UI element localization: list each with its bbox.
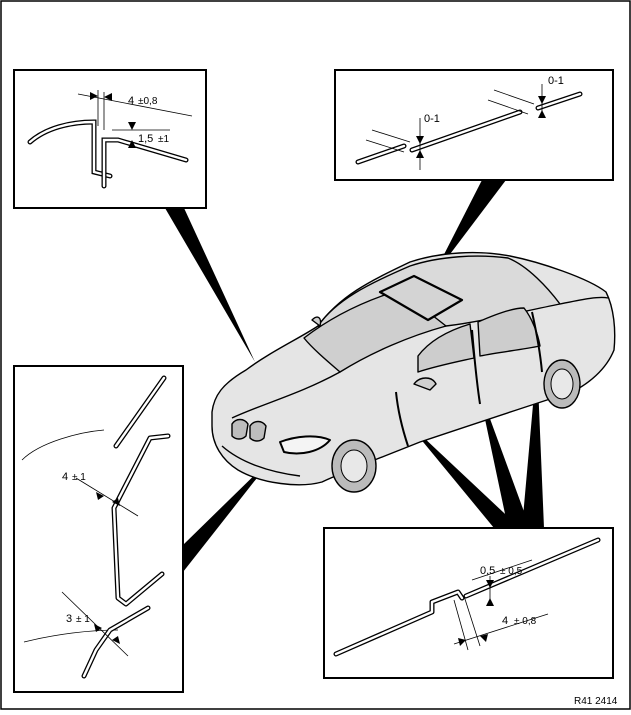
l-gap-upper-value: 4 xyxy=(62,471,68,483)
tr-strip-b-inner xyxy=(410,110,522,152)
callout-left: 4 ± 1 3 ± 1 xyxy=(13,365,184,693)
br-panel-left-inner xyxy=(334,590,464,656)
tr-gap-right-label: 0-1 xyxy=(548,75,564,87)
l-gap-lower-value: 3 xyxy=(66,613,72,625)
br-arrow-gap-a xyxy=(458,638,466,646)
car-hood-line xyxy=(231,371,341,419)
pointer-bottom-right-a xyxy=(405,420,520,528)
l-gap-lower-tol: ± 1 xyxy=(76,614,90,625)
l-arrow-lower-b xyxy=(112,636,120,644)
car-seam-center-pillar xyxy=(471,329,481,405)
tl-dim-sub-tol: ±1 xyxy=(158,134,169,145)
car-seam-front-door xyxy=(395,391,409,447)
br-arrow-gap-b xyxy=(480,634,488,642)
reference-code: R41 2414 xyxy=(574,696,618,707)
br-gap-tol: ± 0,8 xyxy=(514,616,537,627)
car-grille-right xyxy=(249,420,267,442)
car-trunk-line xyxy=(559,296,609,305)
tl-arrow-b xyxy=(104,93,112,101)
l-strip-bottom-inner xyxy=(82,606,150,678)
tl-arrow-d xyxy=(128,140,136,148)
callout-top-right: 0-1 0-1 xyxy=(334,69,614,181)
car-wheel-front-rim xyxy=(340,449,368,483)
l-dim-line-lower xyxy=(61,591,129,657)
br-arrow-step-top xyxy=(486,580,494,588)
car-seam-rear-door xyxy=(531,311,543,373)
car-bumper-line xyxy=(221,445,301,477)
tr-gap-left-label: 0-1 xyxy=(424,113,440,125)
tr-ext-d xyxy=(487,99,529,115)
tr-ext-c xyxy=(493,89,535,105)
car-mirror xyxy=(413,377,437,391)
br-arrow-step-bottom xyxy=(486,598,494,606)
l-strip-top-inner xyxy=(114,376,166,448)
car-wheel-rear-rim xyxy=(550,368,574,400)
tr-strip-c-inner xyxy=(536,92,582,110)
tr-ext-b xyxy=(365,139,405,153)
tl-panel-right-inner xyxy=(102,138,188,188)
tl-dim-main-tol: ±0,8 xyxy=(138,96,158,107)
pointer-top-left xyxy=(165,208,255,362)
car-headlight xyxy=(279,435,331,455)
car-mirror-left xyxy=(311,316,322,327)
car-sunroof xyxy=(378,274,464,322)
l-body-contour-top xyxy=(21,429,105,461)
l-dim-line-upper xyxy=(75,477,139,517)
tr-arrow-left-bottom xyxy=(416,150,424,158)
tl-dim-line-main xyxy=(77,93,193,117)
br-step-tol: ± 0,5 xyxy=(500,566,523,577)
pointer-bottom-right-b xyxy=(478,386,530,528)
br-step-value: 0,5 xyxy=(480,565,495,577)
br-dim-line-gap xyxy=(453,613,549,645)
l-frame-inner xyxy=(112,434,170,606)
tr-arrow-right-top xyxy=(538,96,546,104)
tl-panel-left-inner xyxy=(28,120,112,178)
callout-top-left: 4 ±0,8 1,5 ±1 xyxy=(13,69,207,209)
br-ext-a xyxy=(453,599,469,651)
callout-bottom-right: 0,5 ± 0,5 4 ± 0,8 xyxy=(323,527,614,679)
l-arrow-lower-a xyxy=(94,624,102,632)
tr-ext-a xyxy=(371,129,411,143)
l-gap-upper-tol: ± 1 xyxy=(72,472,86,483)
car-illustration xyxy=(211,251,616,493)
tl-arrow-c xyxy=(128,122,136,130)
br-gap-value: 4 xyxy=(502,615,508,627)
callout-top-right-frame xyxy=(334,69,614,181)
tl-dim-sub-value: 1,5 xyxy=(138,133,153,145)
car-grille-left xyxy=(231,418,249,440)
tl-dim-main-value: 4 xyxy=(128,95,134,107)
pointer-left xyxy=(183,455,275,572)
br-ext-step-top xyxy=(471,559,533,581)
tr-arrow-left-top xyxy=(416,136,424,144)
br-panel-right-inner xyxy=(464,538,600,598)
br-ext-b xyxy=(463,595,481,647)
tr-strip-a-inner xyxy=(356,144,406,164)
l-arrow-upper-b xyxy=(112,498,120,506)
tl-arrow-a xyxy=(90,92,98,100)
l-arrow-upper-a xyxy=(96,492,104,500)
tr-arrow-right-bottom xyxy=(538,110,546,118)
